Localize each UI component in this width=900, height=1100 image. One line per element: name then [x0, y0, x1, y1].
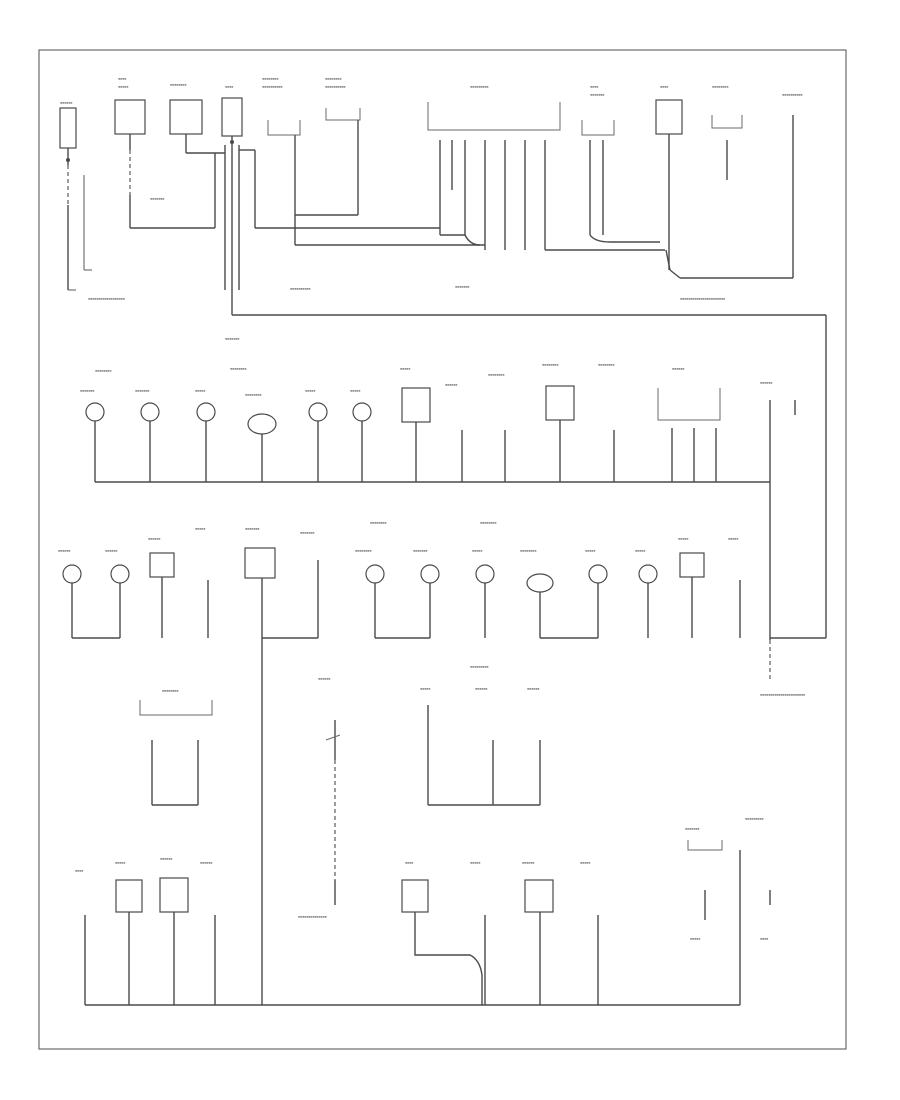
- lamp-row-1: ■■■■■■■■ ■■■■■■■■ ■■■■■■■ ■■■■■■■ ■■■■■ …: [80, 363, 796, 680]
- svg-text:■■■■■: ■■■■■: [678, 537, 688, 541]
- svg-text:■■■■■: ■■■■■: [690, 937, 700, 941]
- svg-text:■■■■■■■■: ■■■■■■■■: [488, 373, 504, 377]
- component-box: [59, 107, 77, 149]
- svg-text:■■■■■■■■: ■■■■■■■■: [325, 77, 341, 81]
- component-box: [655, 99, 683, 135]
- svg-text:■■■■■■■■: ■■■■■■■■: [95, 369, 111, 373]
- svg-text:■■■■■■: ■■■■■■: [160, 857, 172, 861]
- svg-text:■■■■■■: ■■■■■■: [105, 549, 117, 553]
- svg-text:■■■■■: ■■■■■: [305, 389, 315, 393]
- ground-connector: [221, 97, 243, 137]
- svg-text:■■■■■: ■■■■■: [115, 861, 125, 865]
- svg-text:■■■■■■■: ■■■■■■■: [150, 197, 164, 201]
- svg-text:■■■■■: ■■■■■: [195, 527, 205, 531]
- svg-text:■■■■■■: ■■■■■■: [200, 861, 212, 865]
- svg-text:■■■■■■: ■■■■■■: [318, 677, 330, 681]
- svg-text:■■■■■■: ■■■■■■: [760, 381, 772, 385]
- svg-text:■■■■■■■■■■■■■■■■■■■■■■: ■■■■■■■■■■■■■■■■■■■■■■: [760, 693, 805, 697]
- svg-text:■■■■■■: ■■■■■■: [148, 537, 160, 541]
- svg-text:■■■■■: ■■■■■: [472, 549, 482, 553]
- svg-text:■■■■■: ■■■■■: [585, 549, 595, 553]
- svg-text:■■■■■■■■■: ■■■■■■■■■: [470, 665, 488, 669]
- svg-text:■■■■■■: ■■■■■■: [58, 549, 70, 553]
- svg-text:■■■■■: ■■■■■: [728, 537, 738, 541]
- svg-text:■■■■■: ■■■■■: [580, 861, 590, 865]
- svg-text:■■■■■: ■■■■■: [195, 389, 205, 393]
- svg-text:■■■■■: ■■■■■: [350, 389, 360, 393]
- svg-text:■■■■■■■■: ■■■■■■■■: [162, 689, 178, 693]
- diagram-frame: [38, 49, 847, 1050]
- svg-text:■■■■■■■■■: ■■■■■■■■■: [470, 85, 488, 89]
- svg-text:■■■■■■■: ■■■■■■■: [685, 827, 699, 831]
- svg-text:■■■■■■■■■■■■■■: ■■■■■■■■■■■■■■: [298, 915, 327, 919]
- svg-text:■■■■■■■■: ■■■■■■■■: [262, 77, 278, 81]
- svg-text:■■■■: ■■■■: [225, 85, 233, 89]
- svg-text:■■■■■■■: ■■■■■■■: [590, 93, 604, 97]
- svg-text:■■■■■■■■■■: ■■■■■■■■■■: [262, 85, 282, 89]
- switch-row: ■■■■■■■■ ■■■■■■ ■■■■■■■■■ ■■■■■ ■■■■■■ ■…: [139, 665, 541, 919]
- svg-text:■■■■: ■■■■: [760, 937, 768, 941]
- svg-text:■■■■■■■: ■■■■■■■: [80, 389, 94, 393]
- svg-text:■■■■■■■■: ■■■■■■■■: [355, 549, 371, 553]
- svg-text:■■■■: ■■■■: [405, 861, 413, 865]
- svg-text:■■■■: ■■■■: [75, 869, 83, 873]
- svg-text:■■■■■■■: ■■■■■■■: [413, 549, 427, 553]
- svg-text:■■■■■: ■■■■■: [470, 861, 480, 865]
- component-box: [114, 99, 146, 135]
- svg-text:■■■■■■■■: ■■■■■■■■: [598, 363, 614, 367]
- svg-text:■■■■■■■■: ■■■■■■■■: [712, 85, 728, 89]
- svg-text:■■■■■■■■: ■■■■■■■■: [542, 363, 558, 367]
- svg-text:■■■■■■: ■■■■■■: [522, 861, 534, 865]
- svg-text:■■■■■■■■: ■■■■■■■■: [520, 549, 536, 553]
- svg-text:■■■■: ■■■■: [590, 85, 598, 89]
- svg-text:■■■■■■■: ■■■■■■■: [300, 531, 314, 535]
- svg-text:■■■■■: ■■■■■: [400, 367, 410, 371]
- svg-text:■■■■■■■■■■: ■■■■■■■■■■: [782, 93, 802, 97]
- top-section: ■■■■■■ ■■■■ ■■■■■ ■■■■■■■■ ■■■■ ■■■■■■■■…: [59, 77, 827, 638]
- svg-text:■■■■■■: ■■■■■■: [672, 367, 684, 371]
- svg-text:■■■■■■■: ■■■■■■■: [225, 337, 239, 341]
- svg-text:■■■■■■■■: ■■■■■■■■: [480, 521, 496, 525]
- svg-text:■■■■■■■■■■: ■■■■■■■■■■: [325, 85, 345, 89]
- svg-text:■■■■■■■■■: ■■■■■■■■■: [745, 817, 763, 821]
- svg-text:■■■■: ■■■■: [660, 85, 668, 89]
- bottom-row: ■■■■ ■■■■■ ■■■■■■ ■■■■■■ ■■■■ ■■■■■ ■■■■…: [75, 817, 771, 1006]
- svg-text:■■■■■: ■■■■■: [420, 687, 430, 691]
- svg-text:■■■■■■■■■■■■■■■■■■■■■■: ■■■■■■■■■■■■■■■■■■■■■■: [680, 297, 725, 301]
- svg-text:■■■■■■■■: ■■■■■■■■: [230, 367, 246, 371]
- svg-text:■■■■■■: ■■■■■■: [445, 383, 457, 387]
- lamp-row-2: ■■■■■■ ■■■■■■ ■■■■■■ ■■■■■ ■■■■■■■ ■■■■■…: [58, 521, 826, 1005]
- svg-text:■■■■■■■: ■■■■■■■: [245, 527, 259, 531]
- svg-text:■■■■■■: ■■■■■■: [527, 687, 539, 691]
- svg-text:■■■■■■■■■■■■■■■■■■: ■■■■■■■■■■■■■■■■■■: [88, 297, 125, 301]
- svg-text:■■■■■: ■■■■■: [635, 549, 645, 553]
- svg-text:■■■■■: ■■■■■: [118, 85, 128, 89]
- component-box: [169, 99, 203, 135]
- svg-text:■■■■■■■■: ■■■■■■■■: [170, 83, 186, 87]
- svg-text:■■■■: ■■■■: [118, 77, 126, 81]
- svg-text:■■■■■■■■■■: ■■■■■■■■■■: [290, 287, 310, 291]
- svg-text:■■■■■■: ■■■■■■: [475, 687, 487, 691]
- svg-text:■■■■■■: ■■■■■■: [60, 101, 72, 105]
- svg-text:■■■■■■■■: ■■■■■■■■: [245, 393, 261, 397]
- svg-text:■■■■■■■: ■■■■■■■: [135, 389, 149, 393]
- svg-text:■■■■■■■: ■■■■■■■: [455, 285, 469, 289]
- svg-text:■■■■■■■■: ■■■■■■■■: [370, 521, 386, 525]
